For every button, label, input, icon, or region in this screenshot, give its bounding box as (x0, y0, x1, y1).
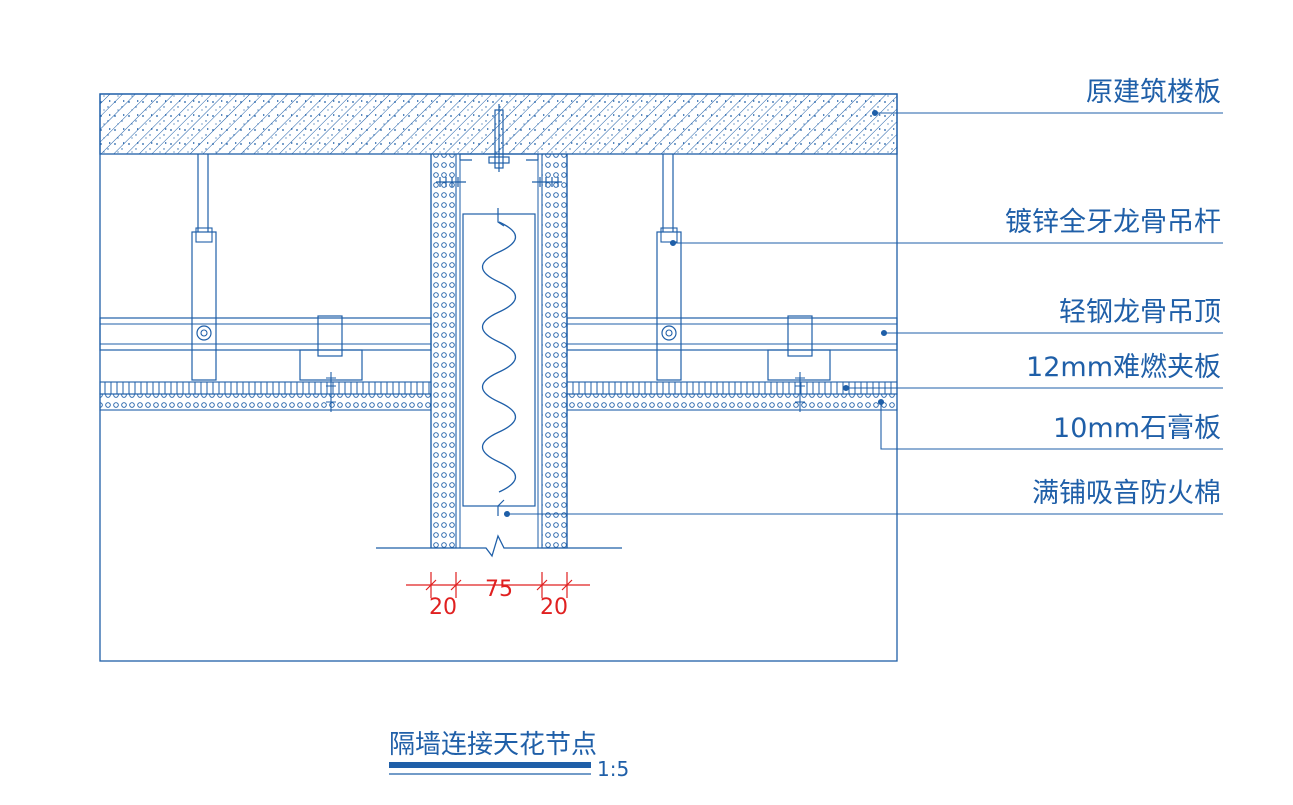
partition-wall (376, 104, 622, 558)
label-insulation: 满铺吸音防火棉 (1032, 478, 1221, 509)
dimension-line (406, 572, 590, 598)
ceiling-boards (99, 372, 898, 412)
acoustic-insulation (462, 208, 536, 516)
label-slab: 原建筑楼板 (1086, 77, 1221, 108)
dimension-left: 20 (429, 595, 457, 620)
leader-lines (503, 109, 1223, 518)
drawing-frame (99, 93, 898, 662)
dimension-middle: 75 (485, 577, 513, 602)
label-steel-keel: 轻钢龙骨吊顶 (1059, 297, 1221, 328)
dimension-right: 20 (540, 595, 568, 620)
hanger-rods (191, 154, 682, 381)
steel-keel-ceiling (99, 315, 898, 381)
label-hanger-rod: 镀锌全牙龙骨吊杆 (1005, 207, 1221, 238)
drawing-title: 隔墙连接天花节点 (389, 730, 597, 760)
drawing-scale: 1:5 (597, 757, 629, 781)
label-fire-board: 12mm难燃夹板 (1026, 352, 1221, 383)
label-gypsum-board: 10mm石膏板 (1053, 413, 1221, 444)
title-underline (389, 762, 591, 768)
